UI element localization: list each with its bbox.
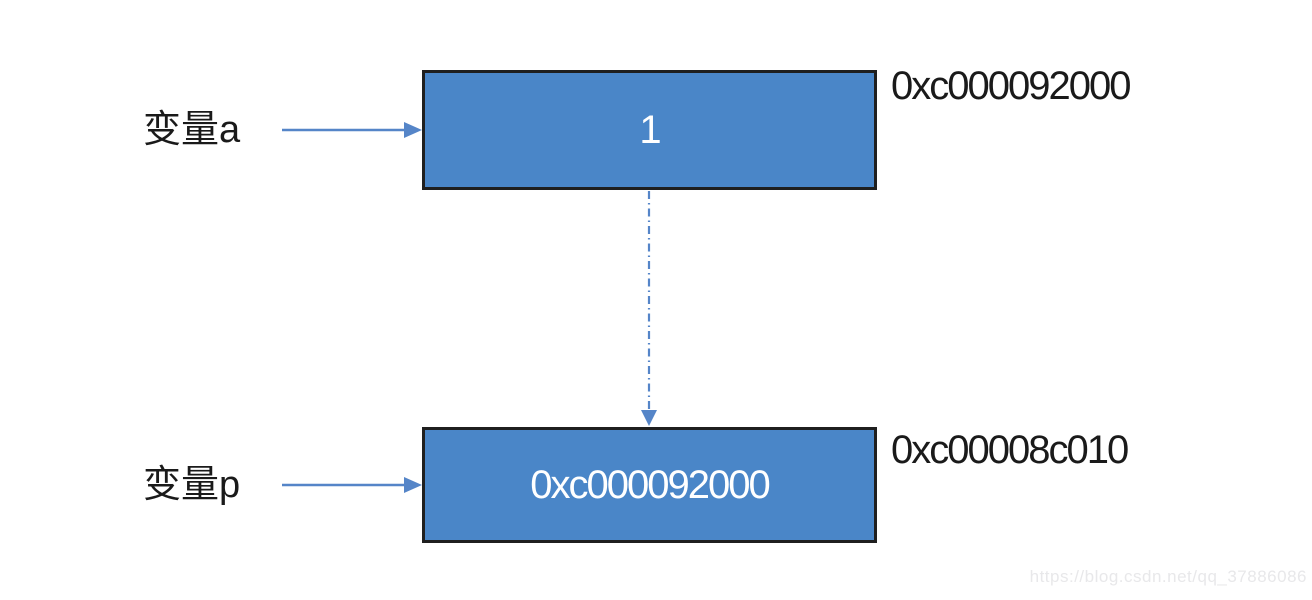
variable-a-label: 变量a [143,109,241,151]
arrow-right-icon-p [282,477,422,493]
memory-box-p: 0xc000092000 [422,427,877,543]
memory-box-a: 1 [422,70,877,190]
arrow-down-dashed-icon [641,191,657,426]
variable-a-value: 1 [639,107,661,152]
variable-p-value: 0xc000092000 [530,462,770,507]
arrow-right-icon-a [282,122,422,138]
address-label-p: 0xc00008c010 [891,428,1129,472]
address-label-a: 0xc000092000 [891,64,1131,108]
watermark: https://blog.csdn.net/qq_37886086 [1029,567,1307,586]
variable-p-label: 变量p [143,464,241,506]
